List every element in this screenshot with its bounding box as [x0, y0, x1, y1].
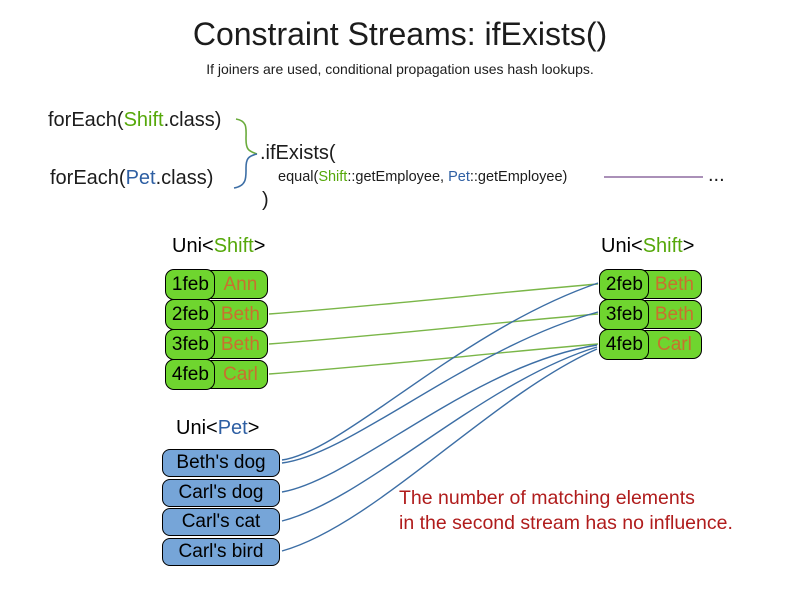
shift-match-line-2feb — [268, 283, 599, 315]
code-text: ::getEmployee, — [347, 169, 449, 185]
code-close-paren: ) — [262, 189, 269, 211]
right-shift-row-2feb: 2feb Beth — [599, 269, 702, 300]
pet-match-line-beths-dog-3feb — [281, 311, 599, 464]
shift-date-cell: 4feb — [599, 329, 650, 360]
right-table-label: Uni<Shift> — [601, 235, 694, 258]
code-text: ::getEmployee) — [469, 169, 568, 185]
pet-class-token: Pet — [125, 167, 156, 189]
brace-pet-half — [233, 153, 258, 189]
note-line-1: The number of matching elements — [399, 487, 695, 509]
uni-label-type: Shift — [642, 235, 683, 257]
note-text: The number of matching elements in the s… — [399, 486, 733, 536]
uni-label-post: > — [682, 235, 695, 257]
pet-box-carls-dog: Carl's dog — [162, 479, 280, 507]
shift-date-cell: 2feb — [599, 269, 650, 300]
pet-match-line-carls-dog-4feb — [281, 344, 598, 493]
uni-label-post: > — [253, 235, 266, 257]
uni-label-type: Pet — [217, 417, 248, 439]
shift-date-cell: 3feb — [599, 299, 650, 330]
pet-box-carls-cat: Carl's cat — [162, 508, 280, 536]
shift-name-cell: Beth — [220, 303, 260, 325]
code-text: equal( — [278, 169, 319, 185]
shift-name-cell: Beth — [654, 273, 694, 295]
brace-shift-half — [235, 118, 258, 155]
shift-name-cell: Beth — [220, 333, 260, 355]
note-line-2: in the second stream has no influence. — [399, 512, 733, 534]
left-shift-row-1feb: 1feb Ann — [165, 269, 268, 300]
shift-match-line-3feb — [268, 313, 599, 345]
code-text: .class) — [163, 109, 222, 131]
left-shift-row-3feb: 3feb Beth — [165, 329, 268, 360]
code-ifexists: .ifExists( — [260, 142, 336, 164]
left-table-label: Uni<Shift> — [172, 235, 265, 258]
code-text: forEach( — [50, 167, 126, 189]
uni-label-post: > — [247, 417, 260, 439]
shift-class-token: Shift — [318, 169, 348, 185]
left-shift-row-4feb: 4feb Carl — [165, 359, 268, 390]
code-text: .class) — [155, 167, 214, 189]
right-shift-row-3feb: 3feb Beth — [599, 299, 702, 330]
code-ellipsis: ... — [708, 164, 725, 186]
shift-date-cell: 3feb — [165, 329, 216, 360]
shift-name-cell: Ann — [223, 273, 258, 295]
uni-label-type: Shift — [213, 235, 254, 257]
right-shift-row-4feb: 4feb Carl — [599, 329, 702, 360]
uni-label-pre: Uni< — [176, 417, 218, 439]
code-foreach-shift: forEach(Shift.class) — [48, 109, 221, 132]
pet-list-label: Uni<Pet> — [176, 417, 259, 440]
shift-date-cell: 1feb — [165, 269, 216, 300]
shift-name-cell: Beth — [654, 303, 694, 325]
shift-match-line-4feb — [268, 343, 599, 375]
pet-match-line-beths-dog-2feb — [281, 282, 599, 461]
page-subtitle: If joiners are used, conditional propaga… — [206, 61, 594, 77]
shift-class-token: Shift — [123, 109, 164, 131]
shift-date-cell: 4feb — [165, 359, 216, 390]
code-foreach-pet: forEach(Pet.class) — [50, 167, 213, 190]
uni-label-pre: Uni< — [172, 235, 214, 257]
left-shift-row-2feb: 2feb Beth — [165, 299, 268, 330]
pet-box-carls-bird: Carl's bird — [162, 538, 280, 566]
page-title: Constraint Streams: ifExists() — [192, 16, 608, 52]
pet-class-token: Pet — [448, 169, 470, 185]
uni-label-pre: Uni< — [601, 235, 643, 257]
pet-box-beths-dog: Beth's dog — [162, 449, 280, 477]
shift-date-cell: 2feb — [165, 299, 216, 330]
shift-name-cell: Carl — [222, 363, 258, 385]
code-text: forEach( — [48, 109, 124, 131]
shift-name-cell: Carl — [656, 333, 692, 355]
code-equal-joiner: equal(Shift::getEmployee, Pet::getEmploy… — [278, 169, 567, 185]
